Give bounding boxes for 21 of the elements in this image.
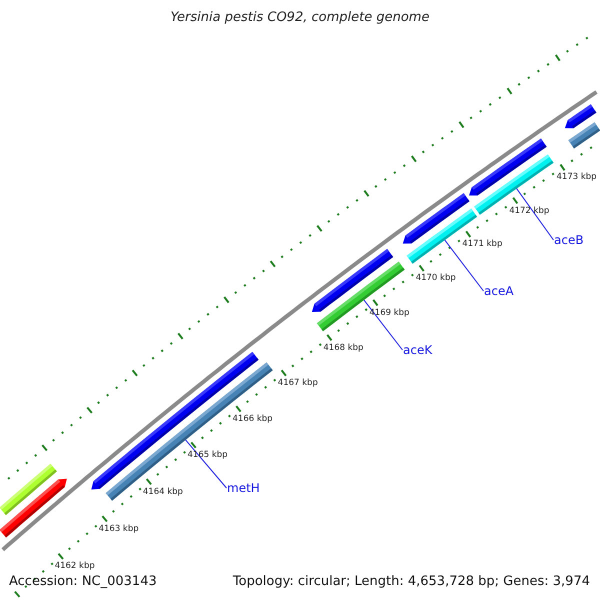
tick-label: 4164 kbp	[142, 488, 183, 496]
gene-label: metH	[227, 482, 260, 494]
tick-label: 4172 kbp	[509, 206, 550, 216]
tick-label: 4171 kbp	[462, 240, 502, 249]
tick-label: 4166 kbp	[232, 414, 273, 424]
tick-label: 4163 kbp	[98, 524, 139, 534]
diagram-title: Yersinia pestis CO92, complete genome	[170, 11, 430, 24]
accession-text: Accession: NC_003143	[9, 575, 157, 588]
leader-line	[516, 188, 554, 240]
tick-label: 4168 kbp	[323, 344, 364, 352]
leader-line	[444, 240, 484, 292]
genome-stats-text: Topology: circular; Length: 4,653,728 bp; Genes: 3,974	[232, 575, 590, 588]
leader-line	[185, 439, 227, 488]
gene-label: aceB	[554, 234, 584, 246]
tick-label: 4162 kbp	[54, 562, 95, 571]
tick-label: 4167 kbp	[278, 379, 318, 388]
tick-label: 4173 kbp	[556, 173, 597, 182]
gene-label: aceA	[484, 285, 514, 297]
leader-line	[364, 300, 403, 350]
tick-label: 4170 kbp	[416, 274, 456, 283]
gene-label: aceK	[403, 344, 432, 356]
